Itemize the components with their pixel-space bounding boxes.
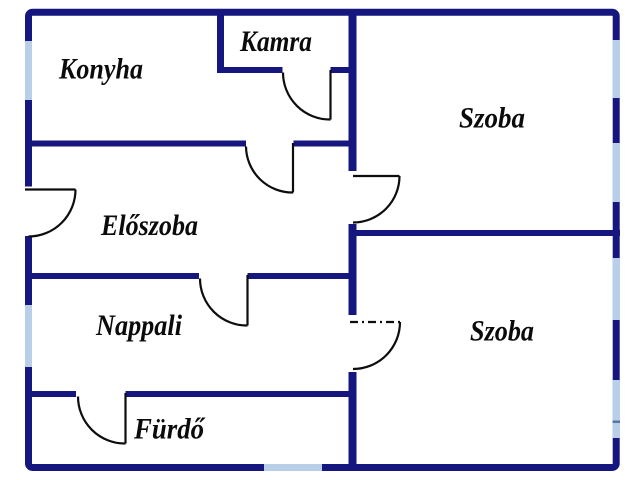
svg-text:Nappali: Nappali — [95, 309, 182, 342]
svg-text:Kamra: Kamra — [239, 25, 312, 58]
svg-text:Szoba: Szoba — [470, 315, 534, 348]
svg-text:Fürdő: Fürdő — [133, 413, 206, 446]
svg-text:Előszoba: Előszoba — [100, 209, 198, 242]
svg-text:Szoba: Szoba — [459, 102, 525, 135]
svg-text:Konyha: Konyha — [58, 53, 143, 86]
